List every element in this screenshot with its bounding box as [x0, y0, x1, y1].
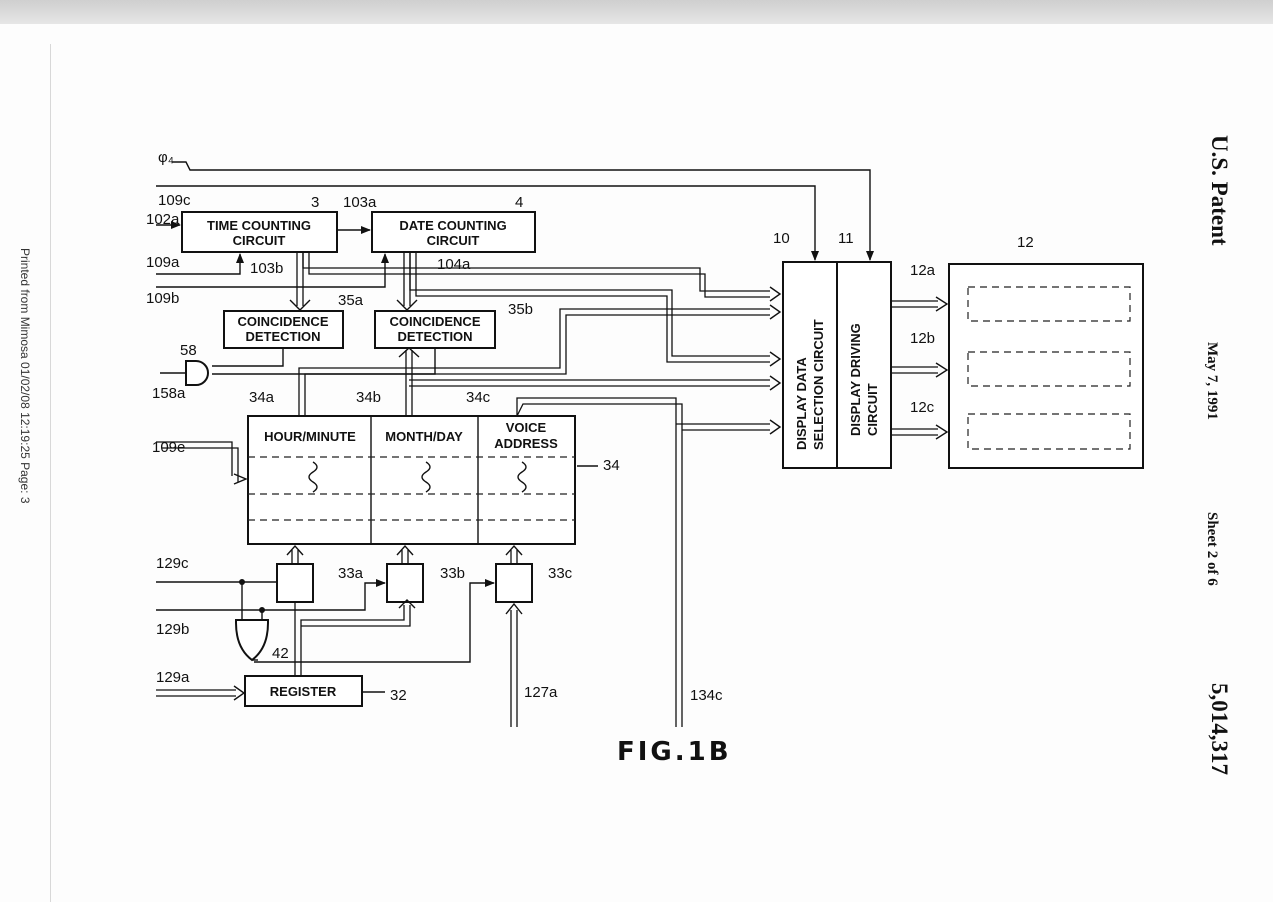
ref-34a: 34a — [249, 389, 275, 406]
ref-35a: 35a — [338, 292, 364, 309]
latch-33a — [277, 564, 313, 602]
time-counting-label-2: CIRCUIT — [233, 233, 286, 248]
coincidence-detection-a: COINCIDENCE DETECTION — [224, 311, 343, 348]
ref-129b: 129b — [156, 621, 189, 638]
bus-104a-down — [404, 252, 410, 306]
coincidence-detection-b: COINCIDENCE DETECTION — [375, 311, 495, 348]
ref-58: 58 — [180, 342, 197, 359]
latch-33c — [496, 564, 532, 602]
figure-title: FIG.1B — [617, 737, 732, 767]
wire-coinc-b-out — [212, 348, 435, 374]
date-counting-label-1: DATE COUNTING — [399, 218, 506, 233]
ref-103b: 103b — [250, 260, 283, 277]
memory-col-hour-minute: HOUR/MINUTE — [264, 429, 356, 444]
coincidence-b-label-1: COINCIDENCE — [389, 314, 480, 329]
ref-phi4: φ₄ — [158, 149, 174, 166]
ref-33c: 33c — [548, 565, 573, 582]
ref-4: 4 — [515, 194, 523, 211]
bus-12b — [892, 367, 938, 373]
wire-129b — [156, 610, 262, 620]
ref-129c: 129c — [156, 555, 189, 572]
ref-35b: 35b — [508, 301, 533, 318]
bus-voice-to-display — [676, 424, 770, 430]
bus-127a — [511, 610, 517, 727]
and-gate-58 — [186, 361, 208, 385]
ref-12: 12 — [1017, 234, 1034, 251]
bus-34b-to-display — [409, 380, 770, 386]
time-counting-circuit: TIME COUNTING CIRCUIT — [182, 212, 337, 252]
ref-158a: 158a — [152, 385, 186, 402]
ref-10: 10 — [773, 230, 790, 247]
bus-103b-down — [297, 252, 303, 306]
memory-col-voice-2: ADDRESS — [494, 436, 558, 451]
bus-34b — [406, 350, 412, 416]
ref-109e: 109e — [152, 439, 185, 456]
bus-12a — [892, 301, 938, 307]
ref-104a: 104a — [437, 256, 471, 273]
or-gate-42 — [236, 620, 268, 660]
ref-12c: 12c — [910, 399, 935, 416]
coincidence-a-label-2: DETECTION — [245, 329, 320, 344]
display-12 — [949, 264, 1143, 468]
ref-102a: 102a — [146, 211, 180, 228]
display-data-selection-circuit: DISPLAY DATA SELECTION CIRCUIT — [783, 262, 837, 468]
memory-col-month-day: MONTH/DAY — [385, 429, 463, 444]
latch-33b — [387, 564, 423, 602]
ref-109b: 109b — [146, 290, 179, 307]
ref-129a: 129a — [156, 669, 190, 686]
coincidence-a-label-1: COINCIDENCE — [237, 314, 328, 329]
date-counting-circuit: DATE COUNTING CIRCUIT — [372, 212, 535, 252]
display-driving-label-1: DISPLAY DRIVING — [848, 323, 863, 436]
ref-32: 32 — [390, 687, 407, 704]
register-label: REGISTER — [270, 684, 337, 699]
bus-register-out — [295, 602, 410, 676]
display-driving-label-2: CIRCUIT — [865, 383, 880, 436]
ref-12a: 12a — [910, 262, 936, 279]
ref-3: 3 — [311, 194, 319, 211]
ref-42: 42 — [272, 645, 289, 662]
date-counting-label-2: CIRCUIT — [427, 233, 480, 248]
display-driving-circuit: DISPLAY DRIVING CIRCUIT — [837, 262, 891, 468]
ref-34b: 34b — [356, 389, 381, 406]
display-selection-label-1: DISPLAY DATA — [794, 357, 809, 450]
bus-33c-up — [511, 550, 517, 564]
bus-12c — [892, 429, 938, 435]
bus-129a — [156, 690, 236, 696]
bus-33a-up — [292, 550, 298, 564]
ref-11: 11 — [838, 230, 854, 247]
display-selection-label-2: SELECTION CIRCUIT — [811, 319, 826, 450]
ref-34: 34 — [603, 457, 620, 474]
ref-109a: 109a — [146, 254, 180, 271]
memory-col-voice-1: VOICE — [506, 420, 547, 435]
ref-134c: 134c — [690, 687, 723, 704]
time-counting-label-1: TIME COUNTING — [207, 218, 311, 233]
ref-34c: 34c — [466, 389, 491, 406]
ref-103a: 103a — [343, 194, 377, 211]
wire-coinc-a-out — [212, 348, 283, 366]
ref-109c: 109c — [158, 192, 191, 209]
memory-34: HOUR/MINUTE MONTH/DAY VOICE ADDRESS — [248, 416, 575, 544]
ref-127a: 127a — [524, 684, 558, 701]
ref-33b: 33b — [440, 565, 465, 582]
ref-12b: 12b — [910, 330, 935, 347]
ref-33a: 33a — [338, 565, 364, 582]
bus-33b-up — [402, 550, 408, 564]
coincidence-b-label-2: DETECTION — [397, 329, 472, 344]
